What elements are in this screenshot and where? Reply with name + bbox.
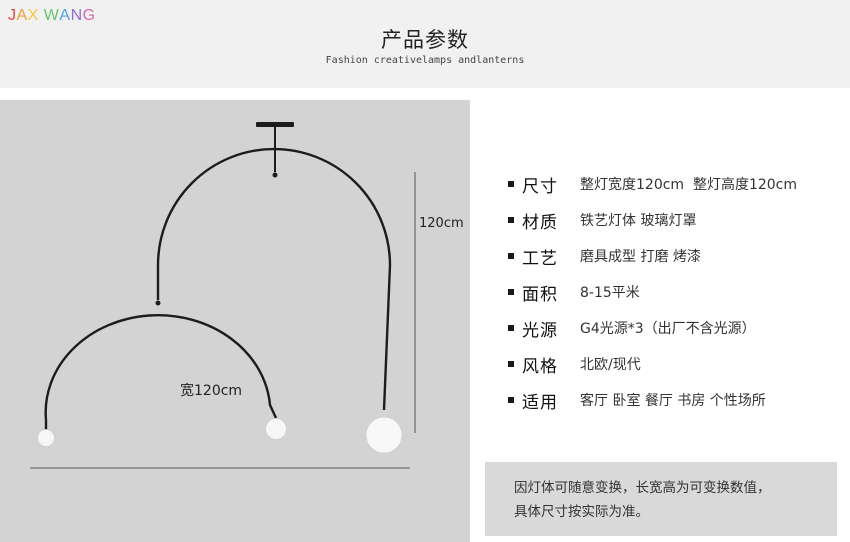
upper-joint [272,172,278,178]
brand-letter: A [16,7,28,24]
spec-label: 工艺 [522,248,558,269]
bullet-icon [508,289,514,295]
note-box: 因灯体可随意变换，长宽高为可变换数值， 具体尺寸按实际为准。 [485,462,837,536]
spec-label: 光源 [522,320,558,341]
lower-arc [44,314,278,421]
spec-row-usage: 适用 客厅 卧室 餐厅 书房 个性场所 [508,382,848,418]
ceiling-canopy [256,122,294,127]
spec-value: 客厅 卧室 餐厅 书房 个性场所 [580,393,766,409]
globe-left [37,429,55,447]
header-background [0,0,850,88]
spec-row-light-source: 光源 G4光源*3（出厂不含光源） [508,310,848,346]
bullet-icon [508,217,514,223]
spec-label: 尺寸 [522,176,558,197]
brand-letter: W [43,7,60,24]
spec-row-area: 面积 8-15平米 [508,274,848,310]
globe-middle [265,418,287,440]
spec-value: G4光源*3（出厂不含光源） [580,321,756,337]
spec-list: 尺寸 整灯宽度120cm 整灯高度120cm 材质 铁艺灯体 玻璃灯罩 工艺 磨… [508,166,848,418]
product-image-panel [0,100,470,542]
note-line: 因灯体可随意变换，长宽高为可变换数值， [514,480,771,496]
upper-arc [156,147,392,411]
height-dimension-label: 120cm [419,216,464,231]
bullet-icon [508,397,514,403]
brand-letter: G [82,7,96,24]
bullet-icon [508,325,514,331]
spec-value: 磨具成型 打磨 烤漆 [580,249,701,265]
spec-label: 材质 [522,212,558,233]
spec-label: 适用 [522,392,558,413]
spec-row-style: 风格 北欧/现代 [508,346,848,382]
globe-right [365,416,403,454]
note-text: 因灯体可随意变换，长宽高为可变换数值， 具体尺寸按实际为准。 [514,476,834,524]
spec-value: 北欧/现代 [580,357,641,373]
spec-value: 8-15平米 [580,285,640,301]
bullet-icon [508,181,514,187]
spec-row-craft: 工艺 磨具成型 打磨 烤漆 [508,238,848,274]
bullet-icon [508,253,514,259]
spec-value: 铁艺灯体 玻璃灯罩 [580,213,697,229]
brand-letter: X [27,7,39,24]
spec-label: 风格 [522,356,558,377]
lower-joint [155,300,161,306]
lamp-illustration [30,122,416,469]
spec-value: 整灯宽度120cm 整灯高度120cm [580,177,798,193]
spec-row-material: 材质 铁艺灯体 玻璃灯罩 [508,202,848,238]
bullet-icon [508,361,514,367]
page-subtitle: Fashion creativelamps andlanterns [325,55,525,66]
brand-logo: JAX WANG [8,7,96,25]
spec-label: 面积 [522,284,558,305]
brand-letter: J [8,7,17,24]
spec-row-size: 尺寸 整灯宽度120cm 整灯高度120cm [508,166,848,202]
width-dimension-label: 宽120cm [180,383,243,399]
note-line: 具体尺寸按实际为准。 [514,504,649,520]
brand-letter: A [59,7,71,24]
brand-letter: N [70,7,83,24]
page-title: 产品参数 [381,28,469,52]
